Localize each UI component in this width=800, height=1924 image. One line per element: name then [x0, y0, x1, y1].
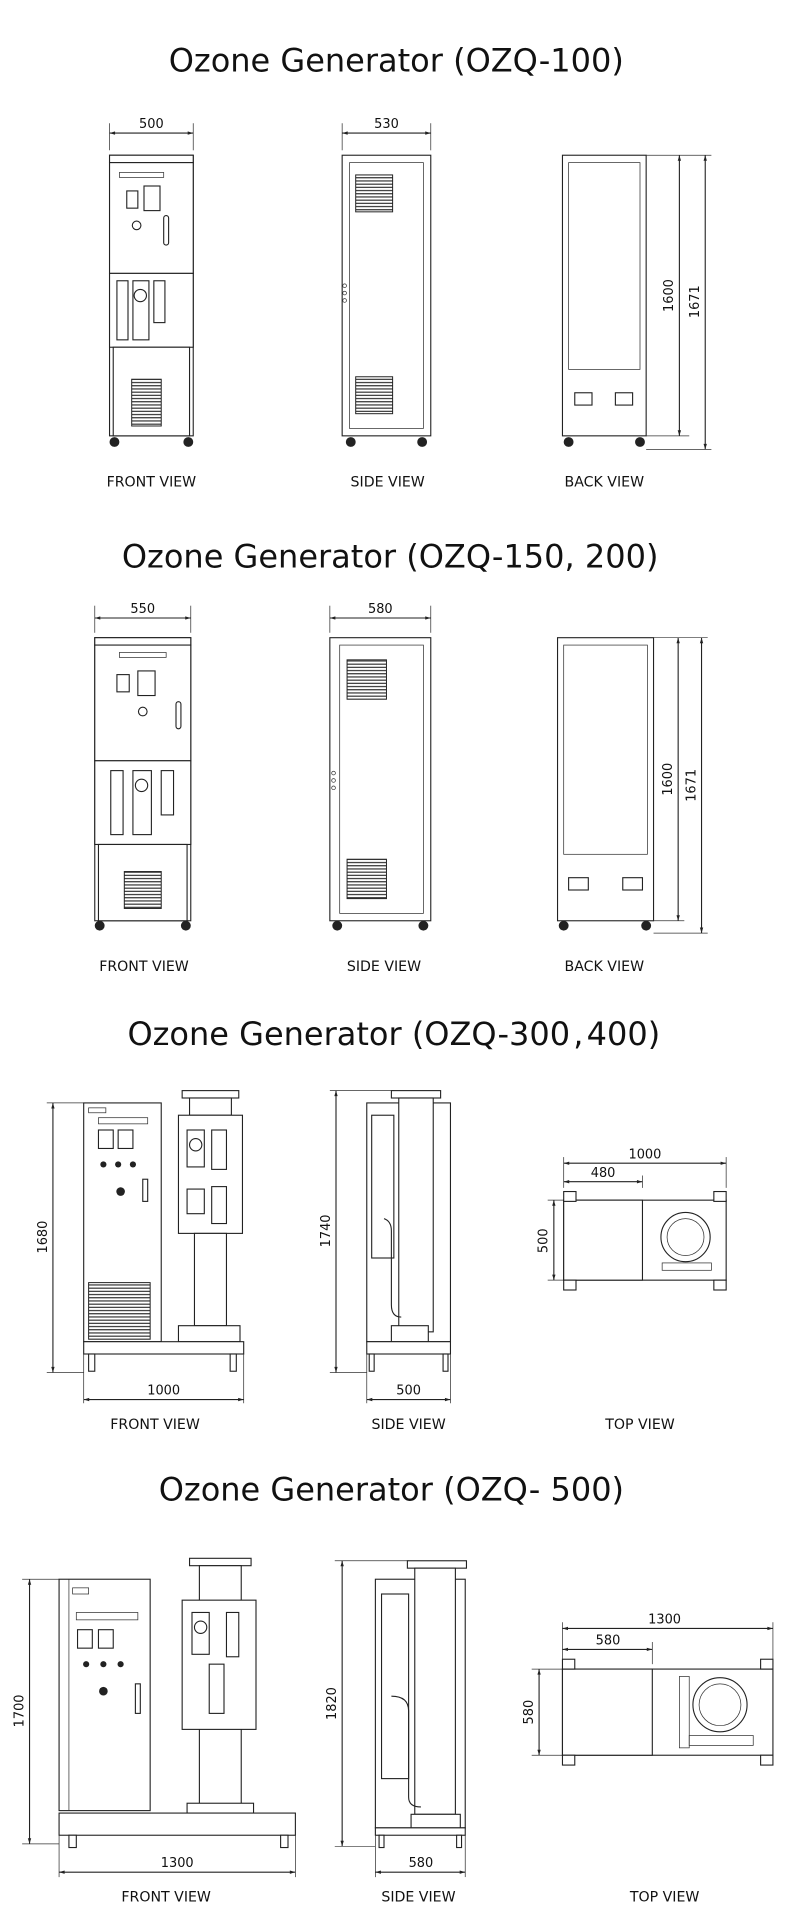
view-label: SIDE VIEW	[351, 474, 425, 490]
section-ozq-100: Ozone Generator (OZQ-100) 500 530	[107, 42, 712, 490]
dimension-top-width: 1000	[628, 1147, 661, 1162]
section-ozq-500: Ozone Generator (OZQ- 500) 1700	[12, 1470, 774, 1906]
dimension-depth: 530	[374, 117, 399, 132]
section-title: Ozone Generator (OZQ-150, 200)	[122, 538, 659, 576]
dimension-height: 1680	[36, 1221, 51, 1254]
dimension-height-total: 1671	[688, 285, 703, 318]
dimension-height-body: 1600	[661, 763, 676, 796]
section-title: Ozone Generator (OZQ-300 , 400)	[127, 1015, 660, 1053]
dimension-depth: 580	[368, 602, 393, 617]
section-title: Ozone Generator (OZQ-100)	[169, 42, 624, 80]
view-label: FRONT VIEW	[99, 959, 189, 975]
dimension-depth: 500	[396, 1384, 421, 1399]
back-view-drawing: 1600 1671	[556, 637, 708, 934]
side-view-drawing: 1740 500	[319, 1090, 452, 1404]
section-ozq-150-200: Ozone Generator (OZQ-150, 200) 550	[94, 538, 708, 975]
dimension-top-depth: 580	[522, 1700, 537, 1725]
dimension-height: 1820	[325, 1687, 340, 1720]
section-ozq-300-400: Ozone Generator (OZQ-300 , 400) 1680	[36, 1015, 727, 1433]
top-view-drawing: 1300 580 580	[522, 1613, 774, 1766]
dimension-top-width: 1300	[648, 1613, 681, 1628]
dimension-width: 1300	[161, 1856, 194, 1871]
view-label: SIDE VIEW	[347, 959, 421, 975]
view-label: BACK VIEW	[565, 959, 645, 975]
dimension-top-partial: 480	[591, 1166, 616, 1181]
side-view-drawing: 1820 580	[325, 1560, 468, 1878]
view-label: FRONT VIEW	[107, 474, 197, 490]
side-view-drawing: 530	[341, 117, 432, 447]
view-label: SIDE VIEW	[381, 1890, 455, 1906]
dimension-height: 1740	[319, 1214, 334, 1247]
dimension-width: 550	[130, 602, 155, 617]
dimension-height-body: 1600	[662, 279, 677, 312]
dimension-width: 500	[139, 117, 164, 132]
view-label: SIDE VIEW	[371, 1417, 445, 1433]
dimension-top-depth: 500	[537, 1228, 552, 1253]
view-label: TOP VIEW	[629, 1890, 700, 1906]
view-label: FRONT VIEW	[110, 1417, 200, 1433]
front-view-drawing: 550	[94, 602, 192, 931]
dimension-width: 1000	[147, 1384, 180, 1399]
back-view-drawing: 1600 1671	[561, 154, 712, 450]
front-view-drawing: 1700 1300	[12, 1557, 296, 1878]
dimension-depth: 580	[409, 1856, 434, 1871]
section-title: Ozone Generator (OZQ- 500)	[159, 1470, 624, 1508]
dimension-height-total: 1671	[684, 769, 699, 802]
dimension-top-partial: 580	[596, 1633, 621, 1648]
view-label: BACK VIEW	[565, 474, 645, 490]
front-view-drawing: 500	[108, 117, 194, 447]
view-label: TOP VIEW	[604, 1417, 675, 1433]
front-view-drawing: 1680 1000	[36, 1090, 245, 1404]
view-label: FRONT VIEW	[121, 1890, 211, 1906]
dimension-height: 1700	[12, 1694, 27, 1727]
top-view-drawing: 1000 480 500	[537, 1147, 727, 1291]
side-view-drawing: 580	[329, 602, 432, 931]
